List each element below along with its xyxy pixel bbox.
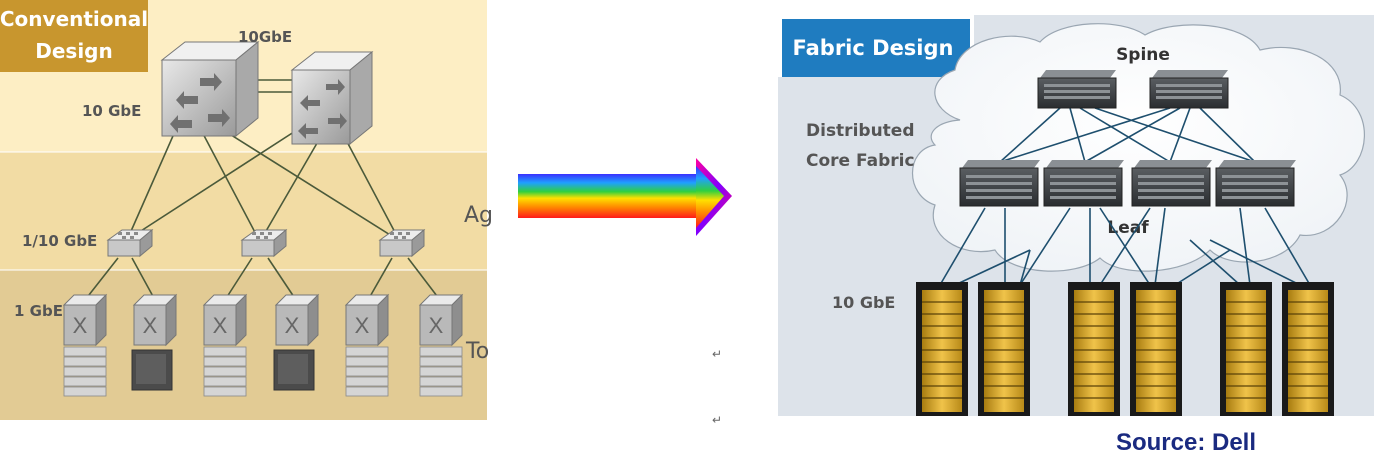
return-mark-1: ↵	[712, 347, 722, 361]
conv-links	[84, 79, 441, 301]
label-agg-speed: 1/10 GbE	[22, 232, 97, 250]
svg-text:X: X	[429, 313, 444, 338]
conv-agg-switch-1	[106, 228, 154, 258]
leaf-switch-4	[1215, 160, 1296, 207]
label-core-link-speed: 10GbE	[238, 28, 292, 46]
fabric-title-box	[782, 19, 970, 77]
conv-access-units: X X X	[62, 293, 464, 397]
leaf-switch-1	[959, 160, 1040, 207]
leaf-switch-3	[1131, 160, 1212, 207]
access-unit-5: X	[344, 293, 390, 397]
label-access-speed: 1 GbE	[14, 302, 63, 320]
access-unit-3: X	[202, 293, 248, 397]
spine-leaf-links	[999, 107, 1256, 163]
transition-arrow	[518, 158, 732, 236]
return-mark-2: ↵	[712, 413, 722, 427]
server-racks	[916, 282, 1334, 416]
server-rack-5	[1220, 282, 1272, 416]
conv-title-box	[0, 0, 148, 72]
server-rack-1	[916, 282, 968, 416]
distributed-label-line2: Core Fabric	[806, 151, 915, 171]
server-rack-3	[1068, 282, 1120, 416]
label-agg-layer-cut: Ag	[464, 203, 493, 228]
distributed-label-line1: Distributed	[806, 121, 915, 141]
leaf-switch-2	[1043, 160, 1124, 207]
spine-label: Spine	[1116, 45, 1170, 65]
fabric-cloud	[912, 23, 1365, 272]
fabric-panel: Fabric Design Spine Leaf Distributed Cor…	[778, 15, 1374, 416]
conv-title-line2: Design	[35, 39, 112, 63]
conv-core-switch-right	[290, 50, 374, 146]
fabric-10gbe-label: 10 GbE	[832, 293, 895, 312]
svg-text:X: X	[73, 313, 88, 338]
access-unit-1: X	[62, 293, 108, 397]
label-tor-layer-cut: To	[465, 339, 489, 364]
conv-title-line1: Conventional	[0, 7, 148, 31]
conv-agg-switch-3	[378, 228, 426, 258]
conv-agg-switch-2	[240, 228, 288, 258]
source-caption: Source: Dell	[1116, 429, 1256, 456]
spine-switch-2	[1149, 70, 1229, 109]
svg-text:X: X	[143, 313, 158, 338]
conventional-panel: Conventional Design	[0, 0, 493, 420]
spine-switch-1	[1037, 70, 1117, 109]
access-unit-4: X	[273, 293, 320, 391]
server-rack-6	[1282, 282, 1334, 416]
label-core-speed: 10 GbE	[82, 102, 141, 120]
server-rack-4	[1130, 282, 1182, 416]
fabric-title: Fabric Design	[793, 36, 954, 60]
leaf-label: Leaf	[1107, 218, 1149, 238]
svg-text:X: X	[285, 313, 300, 338]
svg-text:X: X	[213, 313, 228, 338]
access-unit-2: X	[131, 293, 178, 391]
conv-core-switch-left	[160, 40, 260, 138]
server-rack-2	[978, 282, 1030, 416]
svg-text:X: X	[355, 313, 370, 338]
access-unit-6: X	[418, 293, 464, 397]
leaf-server-links	[939, 207, 1311, 286]
